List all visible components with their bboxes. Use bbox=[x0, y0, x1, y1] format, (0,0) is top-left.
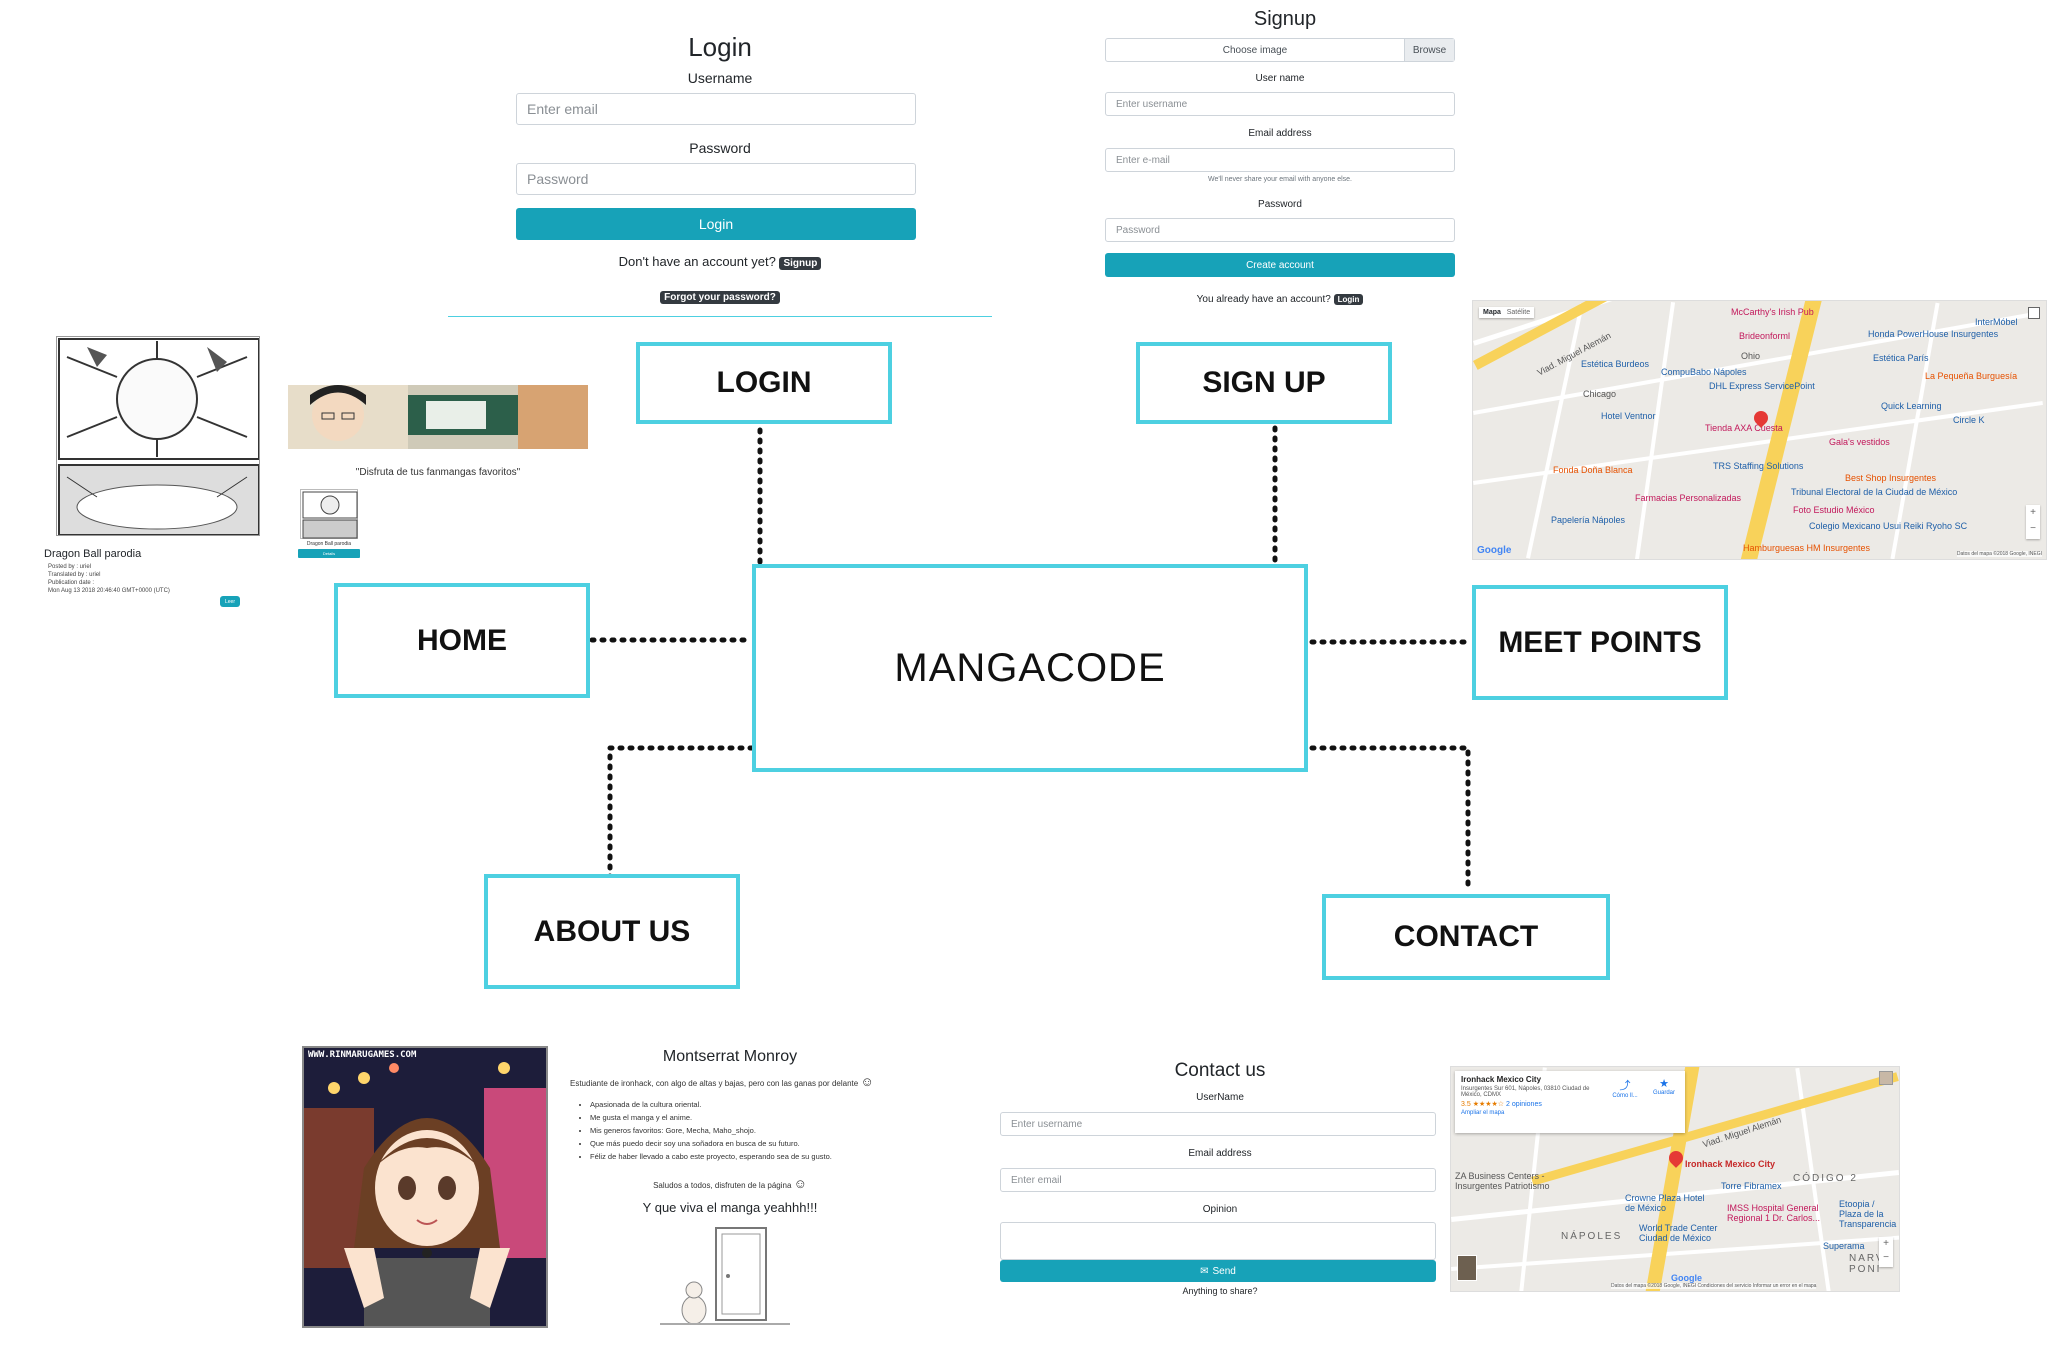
mangacode-center-node: MANGACODE bbox=[752, 564, 1308, 772]
about-us-node: ABOUT US bbox=[484, 874, 740, 989]
meet-points-node: MEET POINTS bbox=[1472, 585, 1728, 700]
home-node: HOME bbox=[334, 583, 590, 698]
connector-contact bbox=[1312, 748, 1468, 890]
signup-node: SIGN UP bbox=[1136, 342, 1392, 424]
connector-about-us bbox=[610, 748, 752, 878]
login-node: LOGIN bbox=[636, 342, 892, 424]
contact-node: CONTACT bbox=[1322, 894, 1610, 980]
